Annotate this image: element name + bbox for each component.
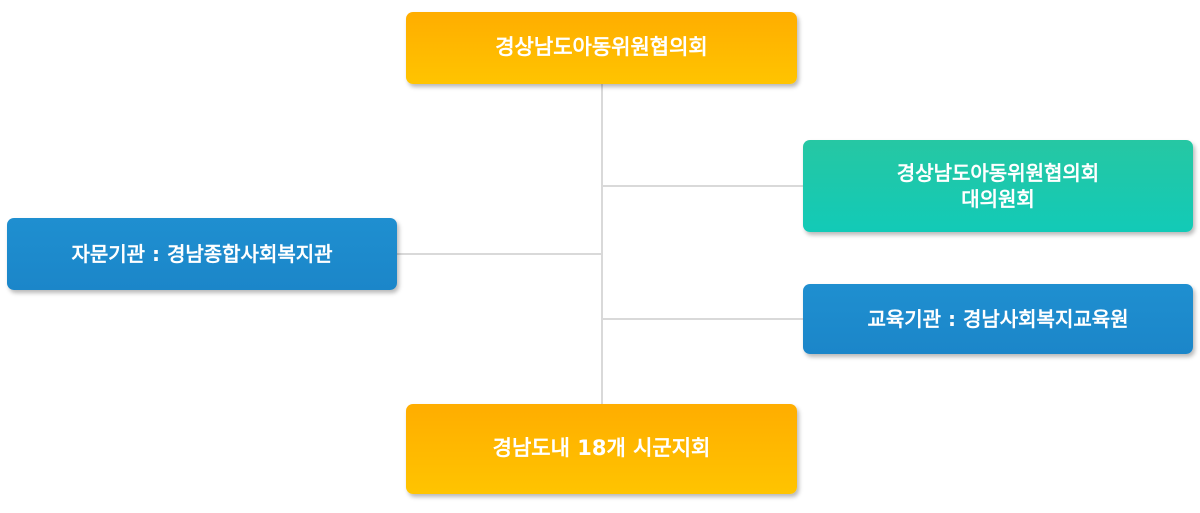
council-node-box: 경상남도아동위원협의회 대의원회 bbox=[803, 140, 1193, 232]
bottom-node-label: 경남도내 18개 시군지회 bbox=[492, 436, 711, 461]
advisory-node-label: 자문기관 : 경남종합사회복지관 bbox=[71, 242, 333, 266]
education-node-box: 교육기관 : 경남사회복지교육원 bbox=[803, 284, 1193, 354]
connector-education bbox=[602, 318, 804, 320]
top-node-label: 경상남도아동위원협의회 bbox=[495, 35, 708, 60]
connector-council bbox=[602, 185, 804, 187]
connector-trunk bbox=[601, 84, 603, 406]
bottom-node-box: 경남도내 18개 시군지회 bbox=[406, 404, 797, 494]
connector-advisory bbox=[396, 253, 602, 255]
advisory-node-box: 자문기관 : 경남종합사회복지관 bbox=[7, 218, 397, 290]
council-node-label-line1: 경상남도아동위원협의회 bbox=[896, 161, 1100, 185]
top-node-box: 경상남도아동위원협의회 bbox=[406, 12, 797, 84]
council-node-label-line2: 대의원회 bbox=[961, 187, 1035, 211]
education-node-label: 교육기관 : 경남사회복지교육원 bbox=[867, 307, 1129, 331]
